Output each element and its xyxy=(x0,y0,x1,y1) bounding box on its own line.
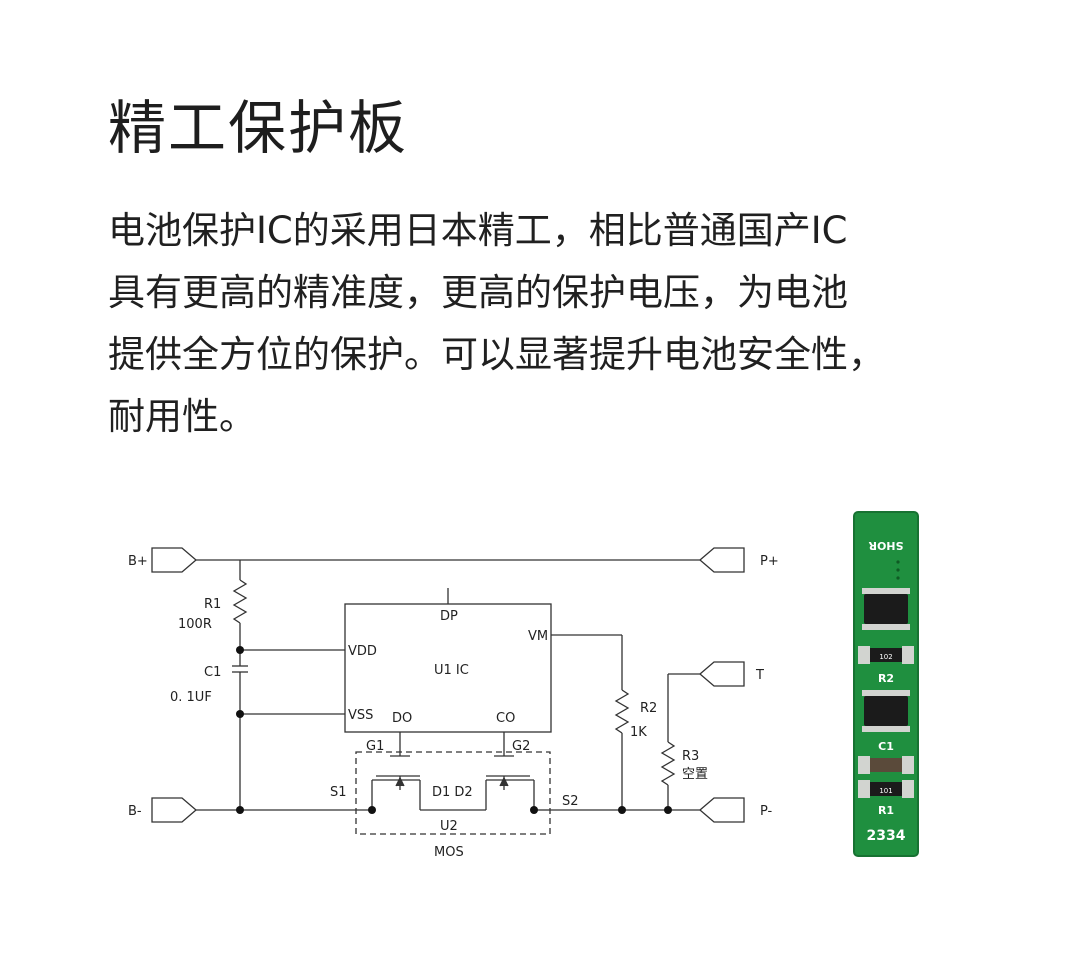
page-title: 精工保护板 xyxy=(108,94,409,162)
c1-ref: C1 xyxy=(204,665,221,680)
description: 电池保护IC的采用日本精工，相比普通国产IC 具有更高的精准度，更高的保护电压，… xyxy=(108,200,1008,448)
mos-g1-label: G1 xyxy=(366,739,384,754)
description-line: 耐用性。 xyxy=(108,395,256,438)
r1-resistor xyxy=(232,579,248,624)
p-minus-terminal xyxy=(699,797,745,823)
ic-pin-vdd: VDD xyxy=(348,644,377,659)
description-line: 具有更高的精准度，更高的保护电压，为电池 xyxy=(108,271,848,314)
pcb-board-photo: SHOR 102 R2 C1 101 R1 2334 xyxy=(853,511,919,857)
chip-2 xyxy=(862,690,910,732)
ic-name: U1 IC xyxy=(434,663,469,678)
ic-pin-vss: VSS xyxy=(348,708,373,723)
b-minus-label: B- xyxy=(128,804,142,819)
resistor-102: 102 xyxy=(858,646,914,664)
chip-1 xyxy=(862,588,910,630)
ic-pin-vm: VM xyxy=(528,629,548,644)
mos-ref: U2 xyxy=(440,819,458,834)
r1-ref: R1 xyxy=(204,597,221,612)
r2-value: 1K xyxy=(630,725,647,740)
t-terminal xyxy=(699,661,745,687)
board-label-r1: R1 xyxy=(878,804,894,817)
ic-pin-do: DO xyxy=(392,711,412,726)
r1-value: 100R xyxy=(178,617,212,632)
mos-g2-label: G2 xyxy=(512,739,530,754)
p-plus-terminal xyxy=(699,547,745,573)
r2-resistor xyxy=(614,689,630,734)
b-plus-label: B+ xyxy=(128,554,148,569)
description-line: 提供全方位的保护。可以显著提升电池安全性， xyxy=(108,333,885,376)
mos-s2-label: S2 xyxy=(562,794,579,809)
r2-ref: R2 xyxy=(640,701,657,716)
mos-drain-label: D1 D2 xyxy=(432,785,473,800)
board-number: 2334 xyxy=(867,828,906,844)
capacitor-c1 xyxy=(858,756,914,774)
p-plus-label: P+ xyxy=(760,554,779,569)
r3-value: 空置 xyxy=(682,767,708,782)
mos-boundary xyxy=(355,751,551,835)
mos-name: MOS xyxy=(434,845,464,860)
board-top-label: SHOR xyxy=(868,539,903,552)
circuit-schematic: B+ B- P+ P- T R1 100R C1 0. 1UF DP VDD V… xyxy=(128,547,779,860)
r3-resistor xyxy=(660,741,676,786)
ic-pin-co: CO xyxy=(496,711,515,726)
p-minus-label: P- xyxy=(760,804,773,819)
resistor-101: 101 xyxy=(858,780,914,798)
resistor-102-label: 102 xyxy=(879,653,892,661)
mos-s1-label: S1 xyxy=(330,785,347,800)
board-label-c1: C1 xyxy=(878,740,894,753)
board-label-r2: R2 xyxy=(878,672,894,685)
b-plus-terminal xyxy=(151,547,197,573)
t-label: T xyxy=(755,668,764,683)
resistor-101-label: 101 xyxy=(879,787,892,795)
r3-ref: R3 xyxy=(682,749,699,764)
ic-pin-dp: DP xyxy=(440,609,458,624)
c1-value: 0. 1UF xyxy=(170,690,212,705)
description-line: 电池保护IC的采用日本精工，相比普通国产IC xyxy=(108,209,848,252)
b-minus-terminal xyxy=(151,797,197,823)
